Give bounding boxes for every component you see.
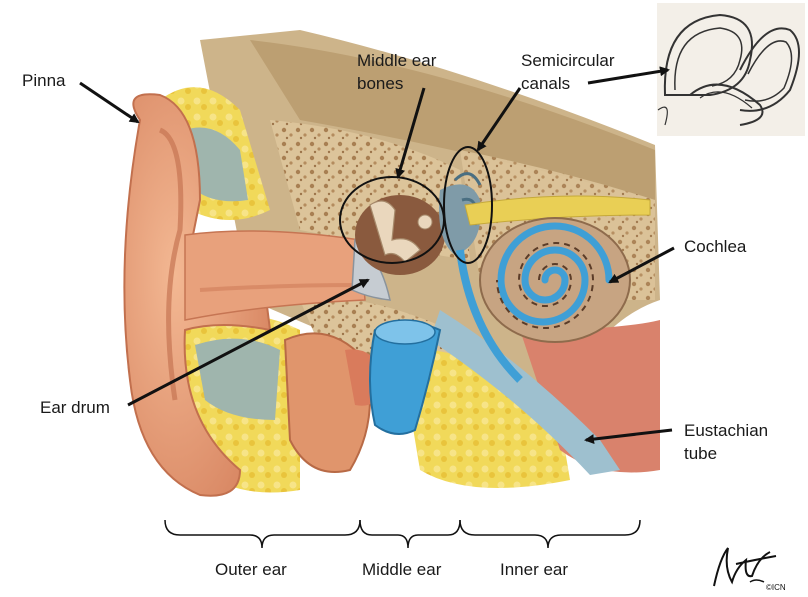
ossicle-stapes: [418, 215, 432, 229]
eustachian-tube-label-line2: tube: [684, 444, 717, 464]
semicircular-canals-label-line1: Semicircular: [521, 51, 615, 71]
inner-ear-label: Inner ear: [500, 560, 568, 580]
outer-ear-label: Outer ear: [215, 560, 287, 580]
ear-drum-label: Ear drum: [40, 398, 110, 418]
pinna-label: Pinna: [22, 71, 65, 91]
inner-ear-bracket: [460, 520, 640, 548]
netter-signature: ©ICN: [706, 538, 788, 594]
eustachian-tube-label-line1: Eustachian: [684, 421, 768, 441]
middle-ear-bones-label-line2: bones: [357, 74, 403, 94]
svg-text:©ICN: ©ICN: [766, 583, 786, 592]
blue-vessel-opening: [375, 320, 435, 344]
middle-ear-bones-label-line1: Middle ear: [357, 51, 436, 71]
outer-ear-bracket: [165, 520, 360, 548]
semicircular-canals-label-line2: canals: [521, 74, 570, 94]
middle-ear-cavity: [355, 195, 445, 275]
inset-semicircular-canals: [657, 3, 805, 136]
cochlea-label: Cochlea: [684, 237, 746, 257]
middle-ear-bracket: [360, 520, 460, 548]
middle-ear-label: Middle ear: [362, 560, 441, 580]
